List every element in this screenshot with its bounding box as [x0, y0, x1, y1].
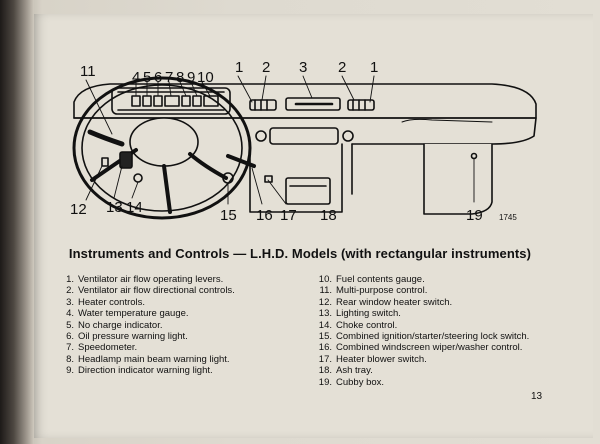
legend-item: 6.Oil pressure warning light. — [66, 330, 188, 342]
legend-item: 19.Cubby box. — [318, 376, 385, 388]
rear-window-heater-switch — [101, 157, 109, 167]
legend-item: 10.Fuel contents gauge. — [318, 274, 425, 285]
callout-6: 6 — [154, 69, 162, 86]
legend-item: 7.Speedometer. — [66, 342, 138, 354]
callout-10: 10 — [197, 69, 214, 86]
callout-9: 9 — [187, 69, 195, 86]
legend-item: 12.Rear window heater switch. — [318, 296, 453, 308]
right-vent — [347, 99, 375, 111]
legend-list-left: 1.Ventilator air flow operating levers. … — [58, 274, 235, 377]
lighting-switch — [119, 151, 133, 169]
callout-19: 19 — [466, 207, 483, 224]
dashboard-diagram: 11 4 5 6 7 8 9 10 1 2 3 2 1 12 13 14 15 … — [70, 59, 537, 224]
heater-control-panel — [285, 97, 341, 111]
callout-4: 4 — [132, 69, 140, 86]
callout-18: 18 — [320, 207, 337, 224]
callout-12: 12 — [70, 201, 87, 218]
callout-1-left: 1 — [235, 59, 243, 76]
legend-item: 11.Multi-purpose control. — [319, 285, 428, 297]
steering-wheel-hub — [129, 117, 199, 167]
legend-item: 8.Headlamp main beam warning light. — [66, 353, 230, 365]
callout-2-right: 2 — [338, 59, 346, 76]
choke-knob — [133, 173, 143, 183]
callout-15: 15 — [220, 207, 237, 224]
legend-item: 14.Choke control. — [318, 319, 398, 331]
multi-purpose-stalk — [87, 129, 125, 147]
legend-item: 1.Ventilator air flow operating levers. — [66, 274, 224, 285]
legend-item: 2.Ventilator air flow directional contro… — [66, 285, 235, 297]
instrument-binnacle — [111, 87, 231, 115]
callout-7: 7 — [165, 69, 173, 86]
legend-list-right: 10.Fuel contents gauge. 11.Multi-purpose… — [316, 274, 529, 388]
callout-3: 3 — [299, 59, 307, 76]
legend-item: 5.No charge indicator. — [66, 319, 163, 331]
left-vent — [249, 99, 277, 111]
gauge-7 — [164, 95, 180, 107]
callout-17: 17 — [280, 207, 297, 224]
legend-item: 3.Heater controls. — [66, 296, 146, 308]
legend-item: 17.Heater blower switch. — [318, 353, 427, 365]
wiper-stalk — [226, 154, 256, 168]
legend-item: 16.Combined windscreen wiper/washer cont… — [318, 342, 523, 354]
dash-lower-outline — [73, 117, 537, 145]
legend-item: 13.Lighting switch. — [318, 308, 401, 320]
legend-item: 4.Water temperature gauge. — [66, 308, 189, 320]
legend-item: 15.Combined ignition/starter/steering lo… — [318, 330, 530, 342]
steering-wheel-rim — [72, 76, 252, 220]
figure-title: Instruments and Controls — L.H.D. Models… — [68, 246, 532, 261]
callout-14: 14 — [126, 199, 143, 216]
figure-number: 1745 — [499, 213, 517, 222]
radio-aperture — [269, 127, 339, 145]
callout-2-left: 2 — [262, 59, 270, 76]
callout-8: 8 — [176, 69, 184, 86]
callout-11: 11 — [80, 63, 96, 80]
page-number: 13 — [531, 391, 543, 402]
blower-switch — [264, 175, 273, 183]
callout-13: 13 — [106, 199, 123, 216]
book-gutter — [0, 0, 34, 444]
callout-1-right: 1 — [370, 59, 378, 76]
ash-tray — [285, 177, 331, 205]
gauge-10 — [203, 95, 219, 107]
legend-item: 18.Ash tray. — [318, 365, 373, 377]
callout-5: 5 — [143, 69, 151, 86]
callout-16: 16 — [256, 207, 273, 224]
legend-item: 9.Direction indicator warning light. — [66, 365, 213, 377]
